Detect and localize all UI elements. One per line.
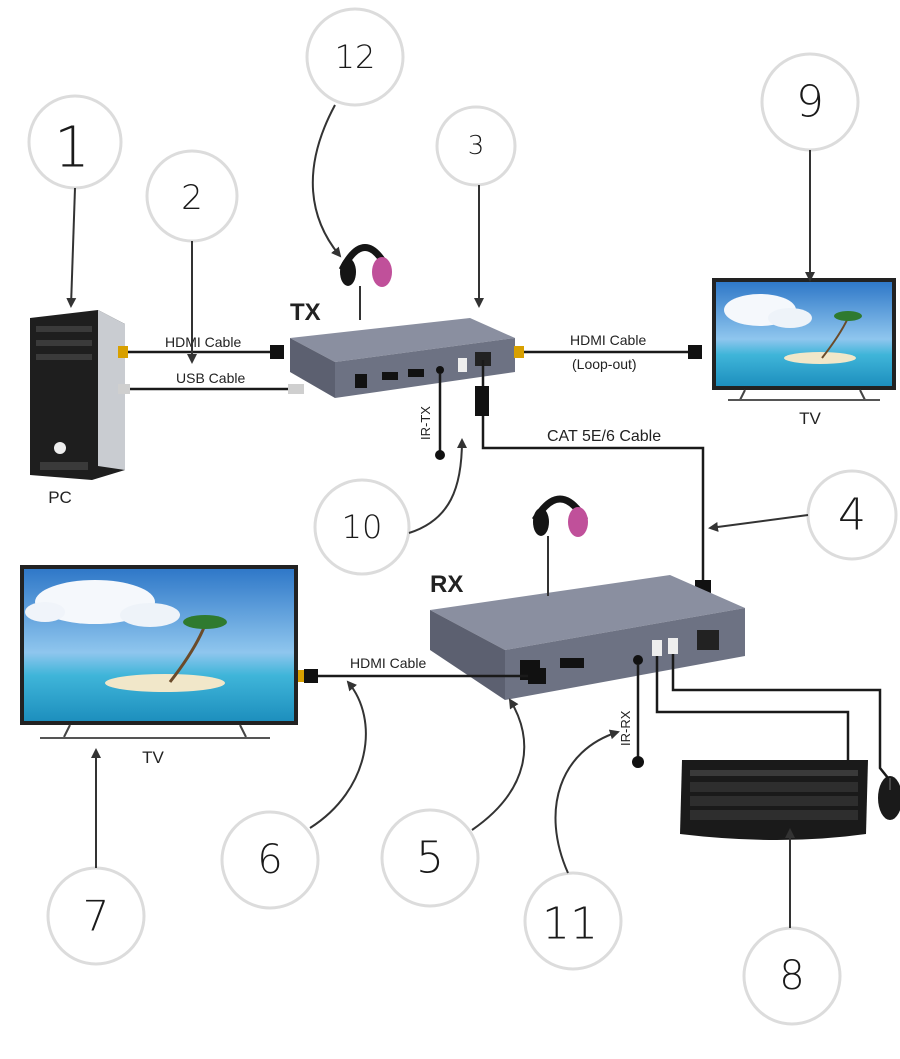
mouse-icon bbox=[878, 776, 900, 820]
tv-left-label: TV bbox=[142, 748, 164, 767]
callout-number: 12 bbox=[335, 38, 376, 76]
pc-tower bbox=[30, 310, 125, 480]
tx-label: TX bbox=[290, 299, 321, 326]
callout-number: 6 bbox=[257, 837, 282, 883]
keyboard-usb-cable bbox=[655, 656, 850, 760]
tv-left bbox=[20, 565, 298, 739]
callout-12: 12 bbox=[305, 7, 405, 107]
cat-cable bbox=[481, 360, 705, 590]
callout-11: 11 bbox=[523, 871, 623, 971]
pc-label: PC bbox=[48, 488, 72, 507]
callout-3: 3 bbox=[435, 105, 517, 187]
rx-extender-box bbox=[430, 575, 745, 700]
rx-label: RX bbox=[430, 571, 463, 598]
mouse-usb-cable bbox=[671, 654, 889, 779]
callout-7: 7 bbox=[46, 866, 146, 966]
callout-number: 11 bbox=[542, 899, 598, 950]
callout-8: 8 bbox=[742, 926, 842, 1026]
callout-number: 10 bbox=[342, 508, 383, 546]
callout-9: 9 bbox=[760, 52, 860, 152]
tv-right-label: TV bbox=[799, 409, 821, 428]
callout-number: 7 bbox=[83, 892, 110, 941]
loop-out-label: (Loop-out) bbox=[572, 356, 637, 372]
ir-tx-label: IR-TX bbox=[418, 406, 433, 440]
callout-number: 8 bbox=[779, 953, 804, 999]
callout-4: 4 bbox=[806, 469, 898, 561]
hdmi-cable-pc-label: HDMI Cable bbox=[165, 334, 241, 350]
callout-2: 2 bbox=[145, 149, 239, 243]
callout-number: 9 bbox=[796, 77, 824, 128]
callout-number: 3 bbox=[468, 131, 485, 161]
callout-6: 6 bbox=[220, 810, 320, 910]
callout-5: 5 bbox=[380, 808, 480, 908]
keyboard-icon bbox=[680, 760, 868, 840]
headphones-icon bbox=[338, 244, 392, 320]
tx-extender-box bbox=[290, 318, 515, 398]
callout-1: 1 bbox=[27, 94, 123, 190]
callout-number: 5 bbox=[416, 833, 444, 884]
callout-number: 2 bbox=[181, 178, 203, 218]
callout-10: 10 bbox=[313, 478, 411, 576]
hdmi-cable-rx-label: HDMI Cable bbox=[350, 655, 426, 671]
usb-cable-pc-label: USB Cable bbox=[176, 370, 245, 386]
callout-number: 4 bbox=[838, 490, 866, 541]
tv-right bbox=[712, 278, 896, 401]
ir-rx-label: IR-RX bbox=[618, 710, 633, 746]
cat-cable-label: CAT 5E/6 Cable bbox=[547, 428, 661, 445]
headphones-icon bbox=[531, 495, 589, 596]
callout-number: 1 bbox=[54, 116, 90, 181]
hdmi-loop-label: HDMI Cable bbox=[570, 332, 646, 348]
